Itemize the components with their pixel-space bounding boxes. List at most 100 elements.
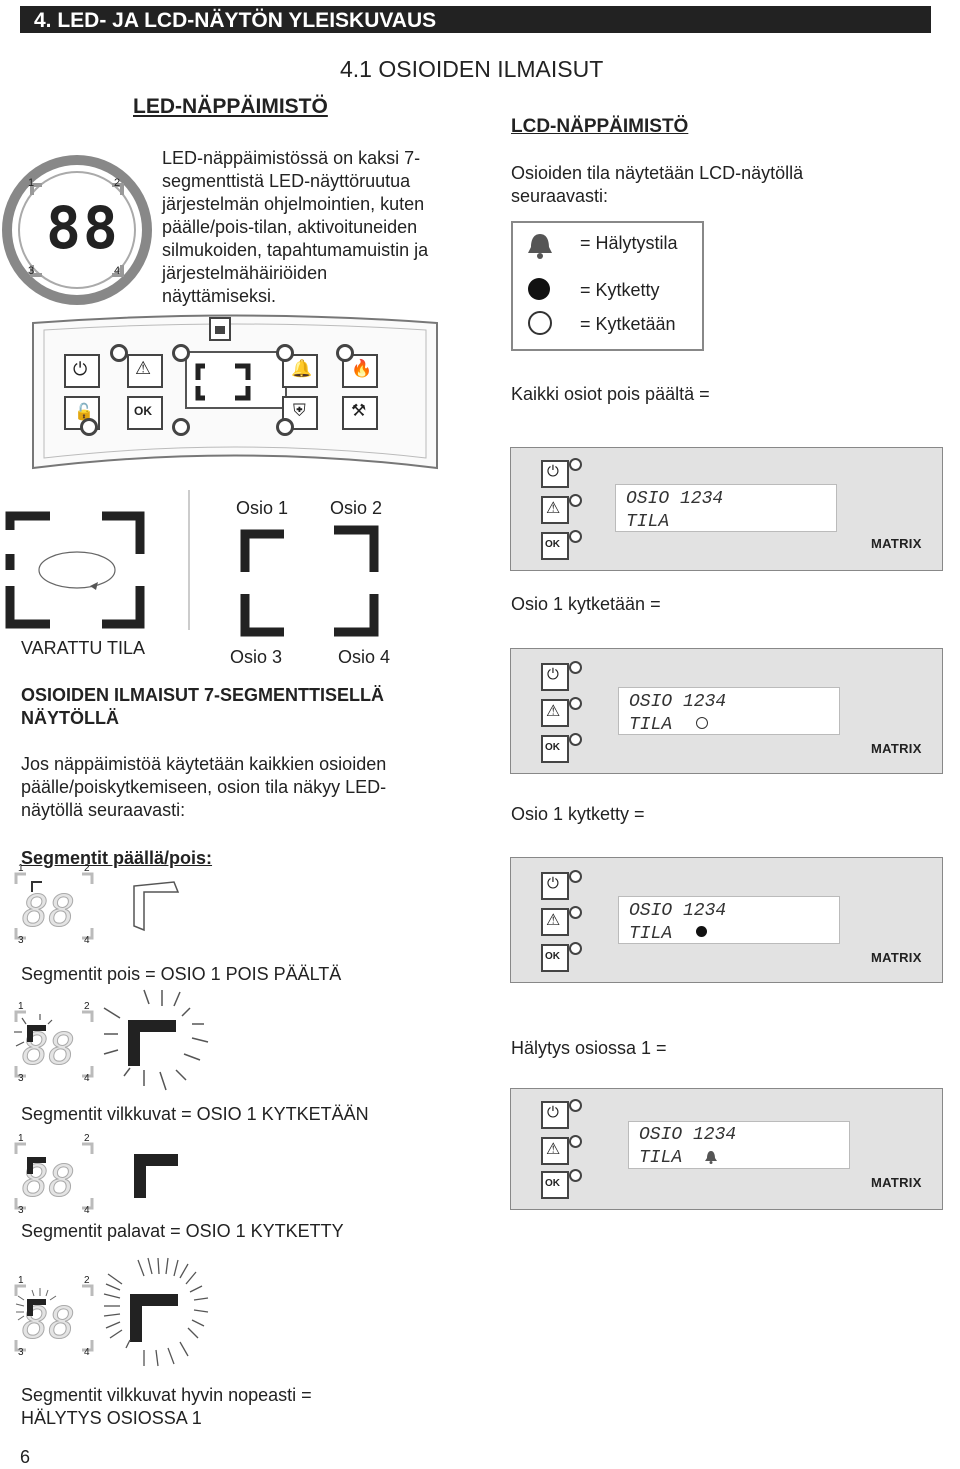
power-key[interactable]: ⏻ <box>541 872 569 900</box>
power-key[interactable]: ⏻ <box>541 1101 569 1129</box>
segment-fast-blinking <box>103 1257 209 1367</box>
seg-display: 88 1 2 3 4 <box>12 1276 96 1358</box>
brand-logo: MATRIX <box>871 536 922 551</box>
ok-key[interactable]: OK <box>541 735 569 763</box>
lcd-line-2: TILA <box>639 1148 683 1168</box>
ok-key[interactable]: OK <box>541 944 569 972</box>
corner-label: 2 <box>84 1275 90 1286</box>
lcd-line-1: OSIO 1234 <box>626 489 724 509</box>
power-icon: ⏻ <box>547 463 559 480</box>
empty-circle-icon <box>696 717 708 729</box>
ok-label: OK <box>545 951 560 962</box>
corner-label: 4 <box>84 1073 90 1084</box>
legend-label: = Hälytystila <box>580 233 678 253</box>
zone-label: Osio 2 <box>330 498 383 518</box>
lcd-line-1: OSIO 1234 <box>639 1125 737 1145</box>
corner-label: 4 <box>114 265 121 277</box>
tools-key[interactable]: ⚒ <box>342 396 378 430</box>
power-key[interactable]: ⏻ <box>64 354 100 388</box>
zone-label: Osio 4 <box>338 647 391 667</box>
corner-label: 4 <box>84 1205 90 1216</box>
led-dot <box>276 344 294 362</box>
lcd-line-1: OSIO 1234 <box>629 692 727 712</box>
warning-key[interactable]: ⚠ <box>127 354 163 388</box>
lcd-legend: = Hälytystila = Kytketty = Kytketään <box>511 221 704 351</box>
led-desc-line: järjestelmän ohjelmointien, kuten <box>162 194 425 214</box>
lcd-state-caption: Osio 1 kytketään = <box>511 594 661 614</box>
bell-key[interactable]: 🔔 <box>282 354 318 388</box>
ok-label: OK <box>545 1178 560 1189</box>
led-dot <box>569 906 582 919</box>
ok-key[interactable]: OK <box>541 1171 569 1199</box>
led-desc-line: päälle/pois-tilan, aktivoituneiden <box>162 217 418 237</box>
lcd-intro-line: Osioiden tila näytetään LCD-näytöllä <box>511 163 804 183</box>
divider <box>188 490 190 630</box>
zone-segments <box>240 524 382 640</box>
warning-icon: ⚠ <box>135 358 152 378</box>
corner-label: 4 <box>84 935 90 946</box>
corner-label: 1 <box>28 177 35 189</box>
fire-icon: 🔥 <box>351 359 373 378</box>
lcd-screen: OSIO 1234 TILA <box>618 687 840 735</box>
led-dot <box>569 870 582 883</box>
seven-seg-intro: näytöllä seuraavasti: <box>21 800 186 820</box>
corner-label: 3 <box>28 265 35 277</box>
seven-seg-intro: päälle/poiskytkemiseen, osion tila näkyy… <box>21 777 387 797</box>
power-key[interactable]: ⏻ <box>541 663 569 691</box>
power-icon: ⏻ <box>547 1104 559 1121</box>
seven-seg-heading: OSIOIDEN ILMAISUT 7-SEGMENTTISELLÄ <box>21 685 385 705</box>
led-desc-line: LED-näppäimistössä on kaksi 7- <box>162 148 421 168</box>
seven-seg-subheading: Segmentit päällä/pois: <box>21 848 213 868</box>
filled-circle-icon <box>696 926 707 937</box>
page-number: 6 <box>20 1447 31 1467</box>
corner-label: 4 <box>84 1347 90 1358</box>
corner-label: 1 <box>18 1001 24 1012</box>
lcd-panel: ⏻ ⚠ OK OSIO 1234 TILA MATRIX <box>510 648 943 774</box>
led-dot <box>569 942 582 955</box>
svg-text:88: 88 <box>22 886 75 937</box>
led-dot <box>569 1169 582 1182</box>
unlock-icon: 🔓 <box>74 404 94 421</box>
corner-label: 2 <box>84 863 90 874</box>
chapter-header: 4. LED- JA LCD-NÄYTÖN YLEISKUVAUS <box>20 6 931 33</box>
zone-label: Osio 1 <box>236 498 289 518</box>
fire-key[interactable]: 🔥 <box>342 354 378 388</box>
corner-label: 2 <box>84 1133 90 1144</box>
ok-key[interactable]: OK <box>541 532 569 560</box>
warning-icon: ⚠ <box>546 1141 561 1158</box>
corner-label: 2 <box>84 1001 90 1012</box>
led-dot <box>172 418 190 436</box>
warning-key[interactable]: ⚠ <box>541 1137 569 1165</box>
seven-seg-intro: Jos näppäimistöä käytetään kaikkien osio… <box>21 754 387 774</box>
power-key[interactable]: ⏻ <box>541 460 569 488</box>
lcd-panel: ⏻ ⚠ OK OSIO 1234 TILA MATRIX <box>510 857 943 983</box>
segment-blinking <box>103 989 209 1091</box>
lcd-state-caption: Osio 1 kytketty = <box>511 804 645 824</box>
corner-label: 1 <box>18 863 24 874</box>
brand-logo: MATRIX <box>871 1175 922 1190</box>
lcd-panel: ⏻ ⚠ OK OSIO 1234 TILA MATRIX <box>510 447 943 571</box>
warning-icon: ⚠ <box>546 500 561 517</box>
warning-key[interactable]: ⚠ <box>541 699 569 727</box>
empty-circle-icon <box>528 311 552 335</box>
seg-display: 88 1 2 3 4 <box>12 864 96 946</box>
lcd-line-2: TILA <box>629 924 673 944</box>
warning-key[interactable]: ⚠ <box>541 496 569 524</box>
zone-label: Osio 3 <box>230 647 283 667</box>
seg-display: 88 1 2 3 4 <box>12 1002 96 1084</box>
lcd-panel: ⏻ ⚠ OK OSIO 1234 TILA MATRIX <box>510 1088 943 1210</box>
lcd-screen: OSIO 1234 TILA <box>628 1121 850 1169</box>
lcd-line-2: TILA <box>626 512 670 532</box>
warning-key[interactable]: ⚠ <box>541 908 569 936</box>
power-icon: ⏻ <box>547 666 559 683</box>
led-dot <box>336 344 354 362</box>
lcd-state-caption: Kaikki osiot pois päältä = <box>511 384 710 404</box>
legend-label: = Kytketään <box>580 314 676 334</box>
corner-label: 3 <box>18 935 24 946</box>
led-dot <box>276 418 294 436</box>
power-icon: ⏻ <box>73 359 88 379</box>
power-icon: ⏻ <box>547 875 559 892</box>
ok-key[interactable]: OK <box>127 396 163 430</box>
busy-label: VARATTU TILA <box>21 638 146 658</box>
led-dot <box>80 418 98 436</box>
